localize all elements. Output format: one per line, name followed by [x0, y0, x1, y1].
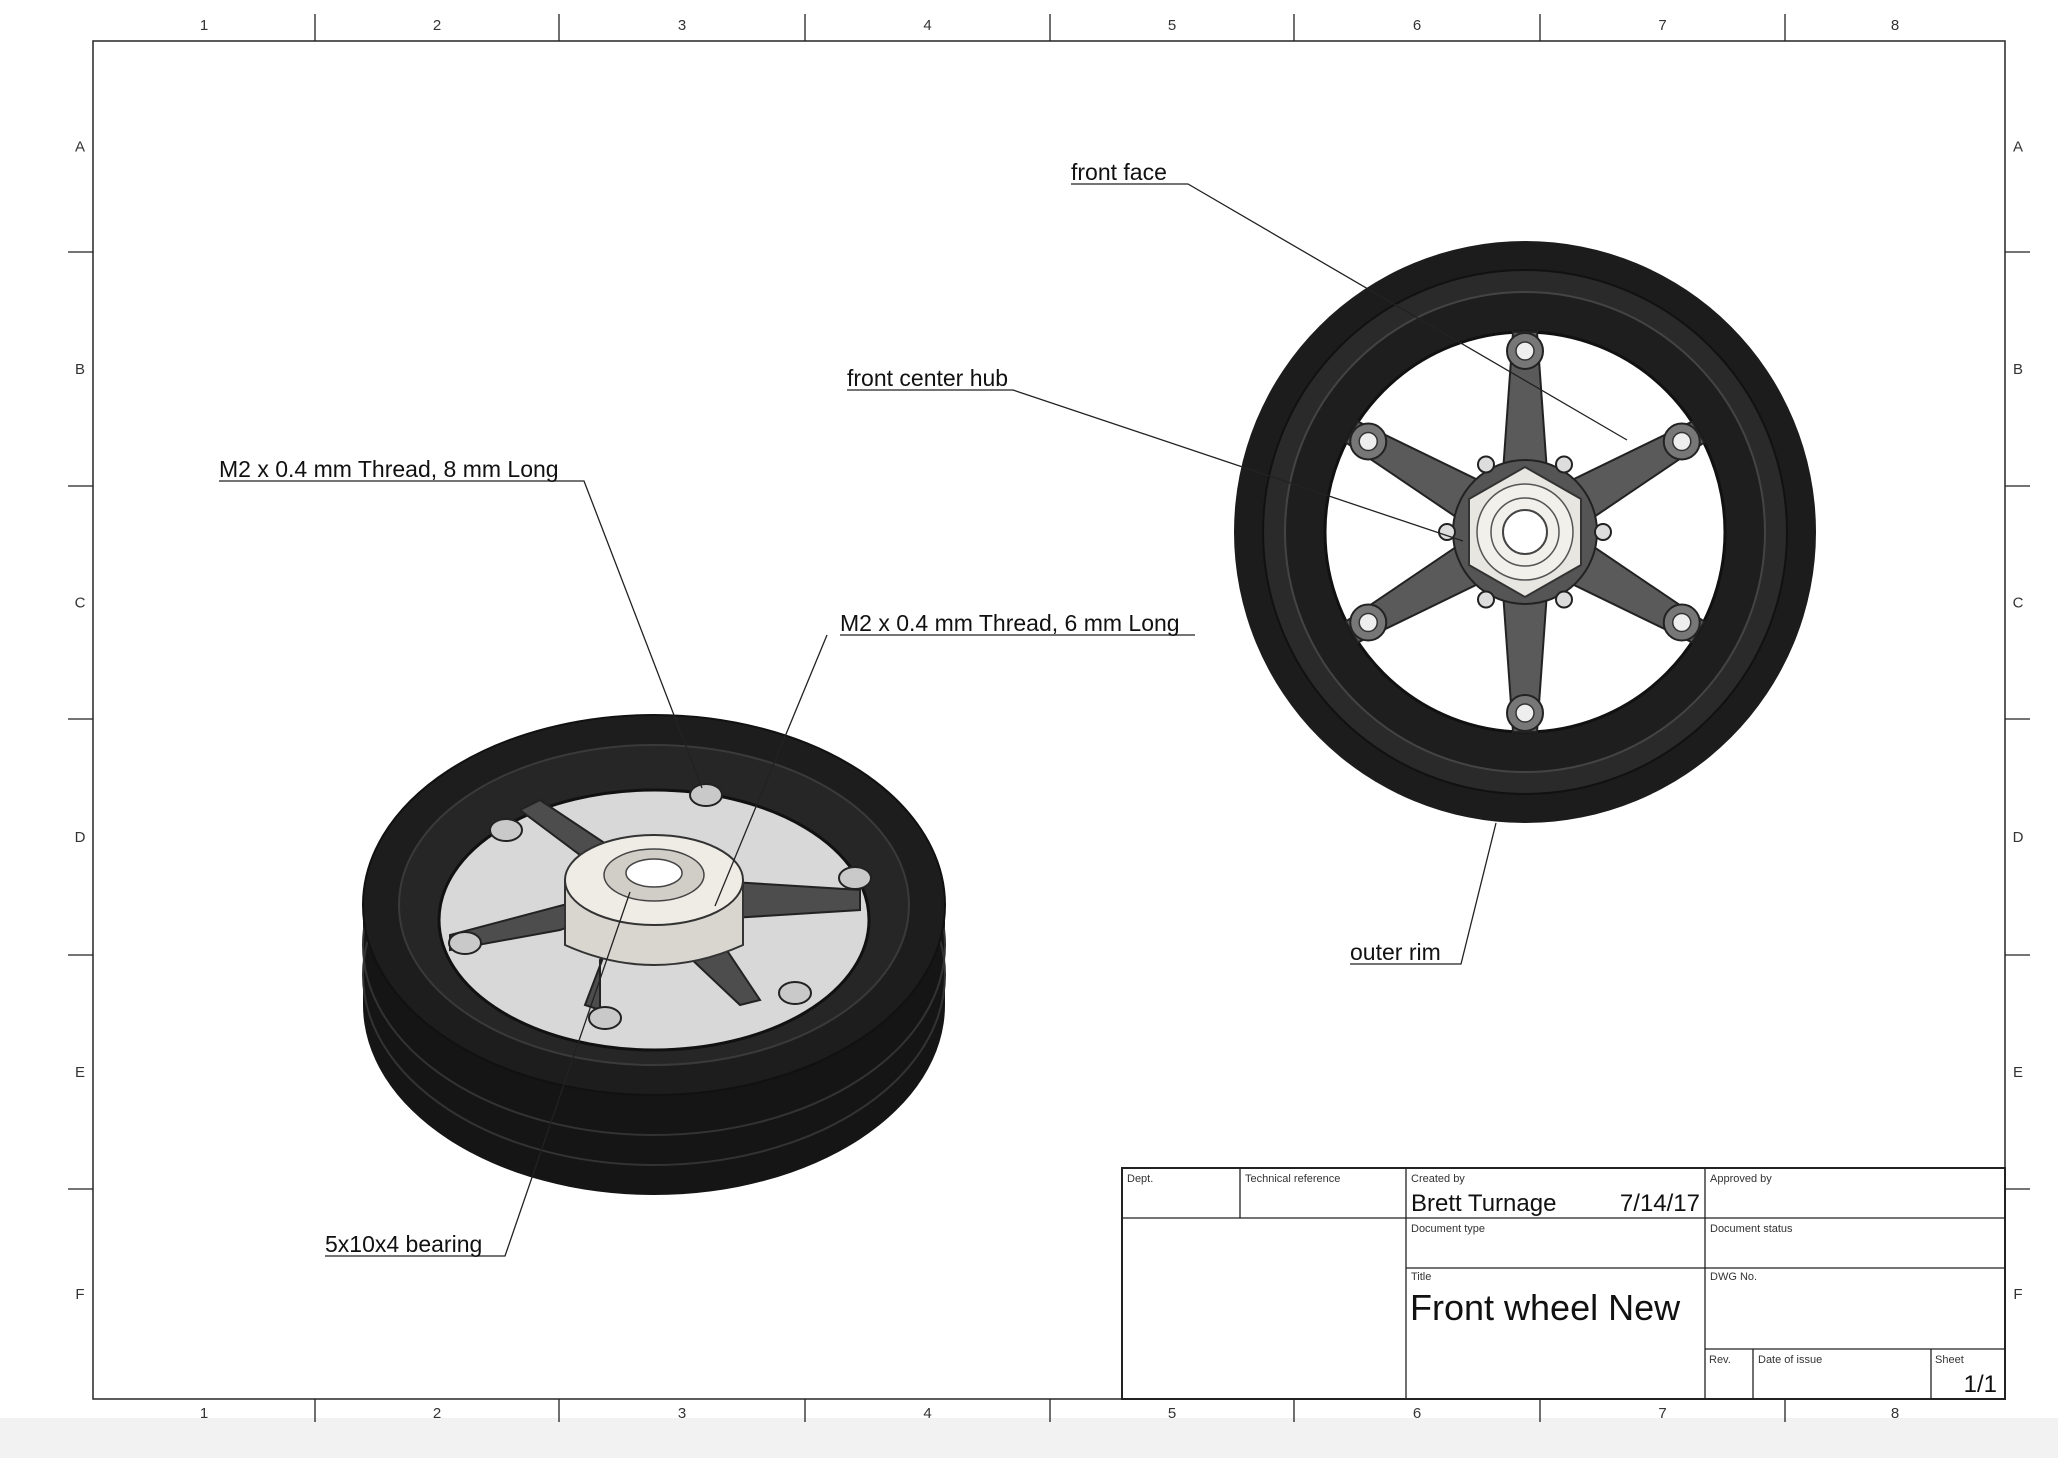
created-by-value: Brett Turnage	[1411, 1190, 1556, 1217]
callout-front-face: front face	[1071, 159, 1167, 185]
grid-column-label: 8	[1891, 1405, 1899, 1422]
created-date: 7/14/17	[1620, 1190, 1700, 1217]
hub-screw	[1477, 590, 1495, 609]
rim-bolt-head	[1358, 612, 1378, 633]
leader-lines	[219, 183, 1628, 1257]
grid-column-label: 5	[1168, 17, 1176, 34]
title-block: Dept. Technical reference Created by Bre…	[1121, 1167, 2006, 1400]
grid-column-label: 7	[1658, 17, 1666, 34]
sheet-label: Sheet	[1935, 1354, 1964, 1366]
callout-screw-6mm: M2 x 0.4 mm Thread, 6 mm Long	[840, 610, 1180, 636]
grid-row-label: E	[2013, 1064, 2023, 1081]
title-label: Title	[1411, 1271, 1431, 1283]
grid-column-label: 8	[1891, 17, 1899, 34]
hub-screw	[1555, 590, 1573, 609]
hub-screw	[1594, 523, 1612, 541]
isometric-view-wheel	[362, 714, 946, 1195]
rim-bolt-head	[1672, 431, 1692, 452]
rim-bolt-head	[1358, 431, 1378, 452]
callout-outer-rim: outer rim	[1350, 939, 1441, 965]
approved-by-label: Approved by	[1710, 1173, 1772, 1185]
grid-column-label: 6	[1413, 17, 1421, 34]
sheet-number: 1/1	[1964, 1371, 1997, 1398]
rim-bolt-head	[1672, 612, 1692, 633]
rev-label: Rev.	[1709, 1354, 1731, 1366]
grid-column-label: 5	[1168, 1405, 1176, 1422]
grid-column-label: 3	[678, 1405, 686, 1422]
technical-reference-label: Technical reference	[1245, 1173, 1340, 1185]
grid-row-label: E	[75, 1064, 85, 1081]
grid-column-label: 2	[433, 17, 441, 34]
document-status-label: Document status	[1710, 1223, 1793, 1235]
callout-front-center-hub: front center hub	[847, 365, 1008, 391]
grid-column-label: 4	[923, 17, 931, 34]
hub-screw	[1477, 455, 1495, 474]
rim-bolt-head	[1515, 703, 1535, 723]
document-type-label: Document type	[1411, 1223, 1485, 1235]
date-of-issue-label: Date of issue	[1758, 1354, 1822, 1366]
created-by-label: Created by	[1411, 1173, 1465, 1185]
grid-column-label: 4	[923, 1405, 931, 1422]
grid-row-label: B	[2013, 361, 2023, 378]
grid-row-label: D	[75, 829, 86, 846]
grid-row-label: C	[75, 595, 86, 612]
grid-column-label: 6	[1413, 1405, 1421, 1422]
grid-column-label: 3	[678, 17, 686, 34]
grid-row-label: A	[2013, 139, 2023, 156]
grid-column-label: 2	[433, 1405, 441, 1422]
grid-row-label: C	[2013, 595, 2024, 612]
drawing-title: Front wheel New	[1410, 1287, 1681, 1328]
front-view-wheel	[1234, 241, 1816, 823]
hub-screw	[1438, 523, 1456, 541]
rim-bolt-head	[1515, 341, 1535, 361]
grid-row-label: F	[2013, 1286, 2022, 1303]
grid-row-label: D	[2013, 829, 2024, 846]
dwg-no-label: DWG No.	[1710, 1271, 1757, 1283]
grid-column-label: 1	[200, 17, 208, 34]
hub-screw	[1555, 455, 1573, 474]
grid-row-label: A	[75, 139, 85, 156]
grid-column-label: 7	[1658, 1405, 1666, 1422]
grid-column-label: 1	[200, 1405, 208, 1422]
grid-row-label: B	[75, 361, 85, 378]
callout-screw-8mm: M2 x 0.4 mm Thread, 8 mm Long	[219, 456, 559, 482]
grid-row-label: F	[75, 1286, 84, 1303]
drawing-frame	[92, 40, 2006, 1400]
dept-label: Dept.	[1127, 1173, 1153, 1185]
callout-bearing: 5x10x4 bearing	[325, 1231, 482, 1257]
